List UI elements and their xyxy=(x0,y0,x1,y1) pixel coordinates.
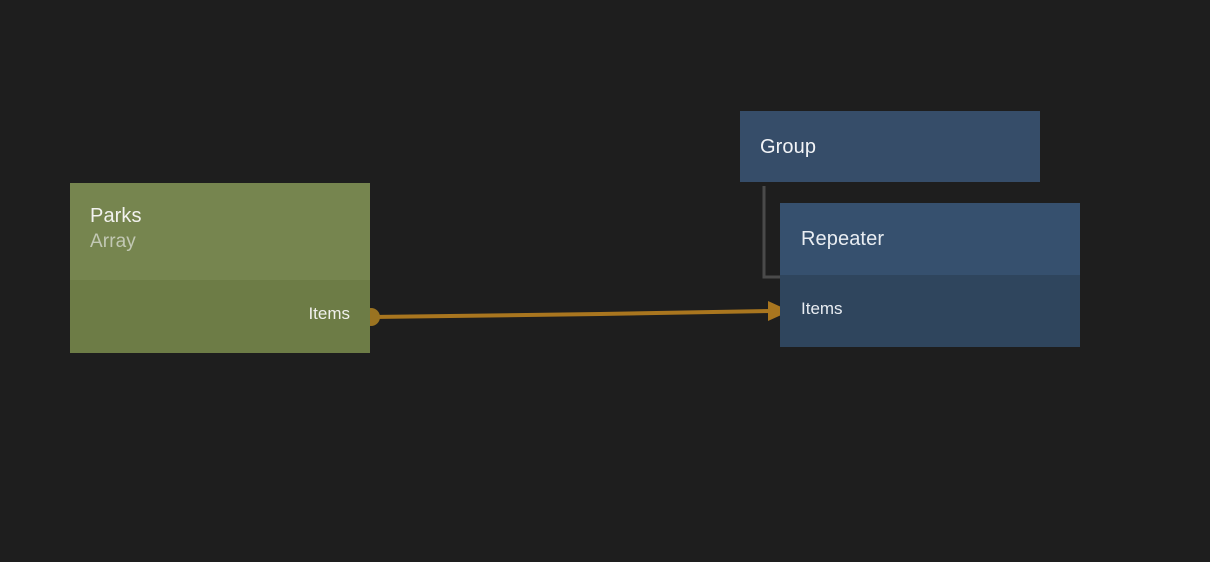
node-parks-port-items-label: Items xyxy=(308,304,350,323)
node-repeater-port-items-row[interactable]: Items xyxy=(780,275,1080,347)
elbow-line xyxy=(762,186,782,279)
node-parks-header[interactable]: Parks Array xyxy=(70,183,370,280)
node-parks-title: Parks xyxy=(90,205,142,227)
node-group-title: Group xyxy=(760,136,817,158)
node-group[interactable]: Group xyxy=(740,111,1040,182)
node-parks-subtitle: Array xyxy=(90,231,136,252)
connection-parks-items-to-repeater-items[interactable] xyxy=(362,301,790,326)
node-repeater-port-items-label: Items xyxy=(801,299,843,318)
node-parks[interactable]: Parks Array Items xyxy=(70,183,370,353)
connection-line xyxy=(370,309,773,319)
node-repeater[interactable]: Repeater Items xyxy=(780,203,1080,347)
node-repeater-title: Repeater xyxy=(801,228,885,250)
hierarchy-elbow-group-to-repeater xyxy=(762,186,782,279)
node-parks-port-items-row[interactable]: Items xyxy=(70,280,370,353)
node-repeater-header[interactable]: Repeater xyxy=(780,203,1080,275)
